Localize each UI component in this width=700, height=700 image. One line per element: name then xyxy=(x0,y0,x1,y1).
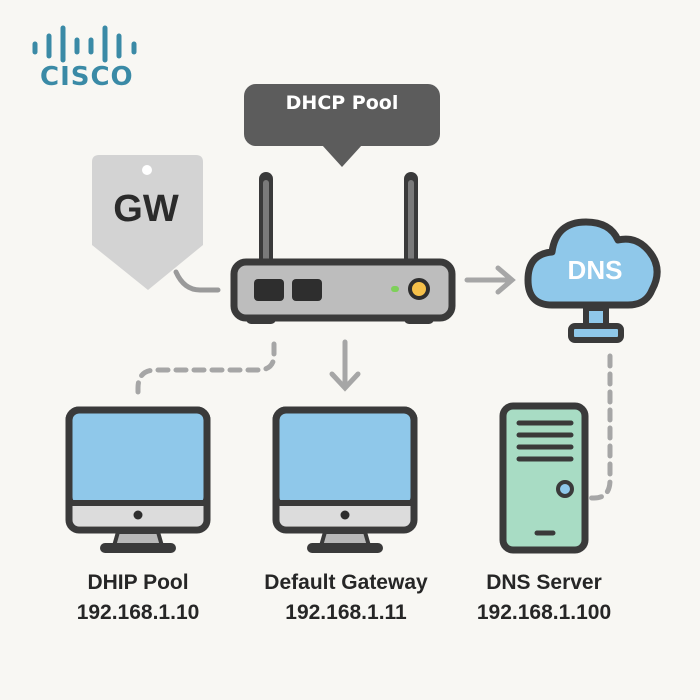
gateway-tag-cord xyxy=(173,269,221,293)
device-ip: 192.168.1.11 xyxy=(285,601,407,624)
gateway-tag-icon xyxy=(92,155,203,290)
dhcp-pool-bubble xyxy=(244,84,440,167)
gateway-tag-label: GW xyxy=(113,188,179,230)
device-ip: 192.168.1.100 xyxy=(476,601,612,624)
monitor-icon xyxy=(65,406,211,553)
device-label-default-gateway: Default Gateway 192.168.1.11 xyxy=(236,568,456,628)
router-port-icon xyxy=(254,279,284,301)
power-button-icon xyxy=(556,480,574,498)
status-led-amber-icon xyxy=(408,278,430,300)
monitor-icon xyxy=(272,406,418,553)
arrow-right-icon xyxy=(464,265,516,295)
cisco-logo-icon xyxy=(32,25,137,63)
device-label-dhip-pool: DHIP Pool 192.168.1.10 xyxy=(28,568,248,628)
server-tower-icon xyxy=(499,402,589,554)
status-led-green-icon xyxy=(391,286,399,292)
cisco-logo-text: CISCO xyxy=(40,62,134,92)
arrow-down-icon xyxy=(329,339,361,392)
device-label-dns-server: DNS Server 192.168.1.100 xyxy=(434,568,654,628)
device-name: DHIP Pool xyxy=(87,571,189,594)
device-ip: 192.168.1.10 xyxy=(76,601,200,624)
router-port-icon xyxy=(292,279,322,301)
device-name: DNS Server xyxy=(486,571,602,594)
dns-cloud-icon xyxy=(524,218,661,343)
dns-cloud-label: DNS xyxy=(567,255,623,285)
dhcp-pool-bubble-label: DHCP Pool xyxy=(285,92,399,114)
dashed-connector-router-pc1 xyxy=(135,341,277,395)
router-icon xyxy=(230,172,456,324)
device-name: Default Gateway xyxy=(264,571,428,594)
dashed-connector-cloud-server xyxy=(587,353,613,501)
